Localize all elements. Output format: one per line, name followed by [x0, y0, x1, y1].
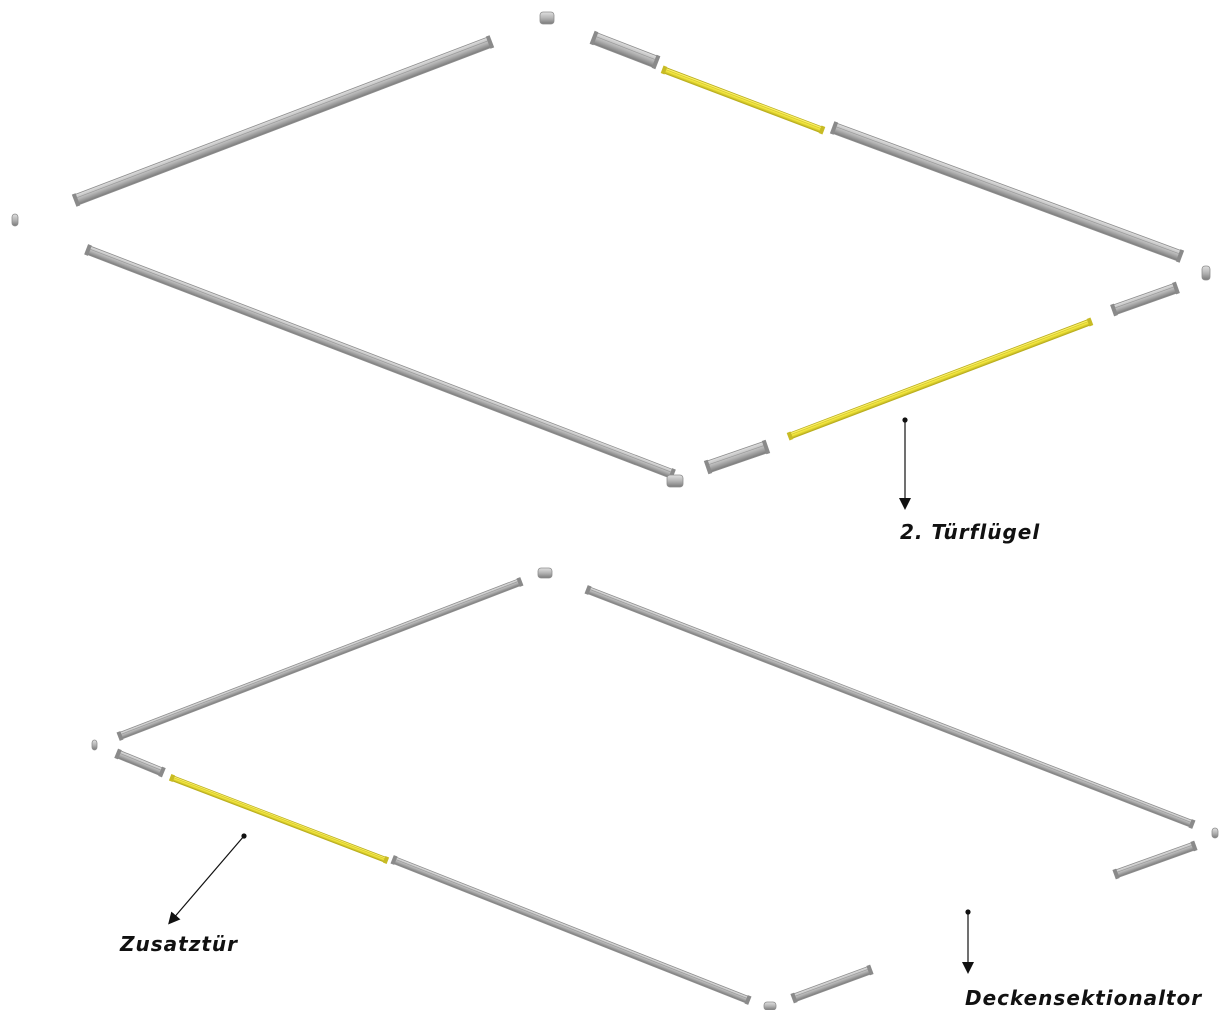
- connector-top-upper: [539, 11, 555, 25]
- leader-deckensektionaltor: [962, 909, 974, 974]
- leader-zusatztuer: [168, 833, 247, 925]
- profile-bar-lower-left-back: [116, 577, 524, 741]
- profile-bar-lower-left-short: [114, 748, 166, 778]
- profile-bar-lower-front-short: [790, 964, 874, 1004]
- highlight-bar-upper-front: [786, 317, 1094, 441]
- profile-bar-upper-right-back-short: [589, 30, 661, 70]
- profile-bar-lower-front-long: [390, 855, 752, 1005]
- label-deckensektionaltor: Deckensektionaltor: [965, 986, 1203, 1010]
- connector-top-lower: [537, 567, 553, 579]
- leader-tuerfluegel: [899, 417, 911, 510]
- connector-left-lower: [91, 739, 98, 751]
- connector-bottom-lower: [763, 1001, 777, 1010]
- profile-bar-upper-right-short: [1110, 281, 1180, 317]
- profile-bar-lower-right-back: [584, 585, 1196, 829]
- connector-right-lower: [1211, 827, 1219, 839]
- connector-bottom-upper: [666, 474, 684, 488]
- highlight-bar-lower-front: [168, 774, 390, 864]
- connector-left-upper: [11, 213, 19, 227]
- connector-right-upper: [1201, 265, 1211, 281]
- profile-bar-upper-left-back: [71, 35, 495, 207]
- profile-bar-upper-right-back-long: [829, 121, 1185, 263]
- highlight-bar-upper-back: [660, 65, 826, 135]
- profile-bar-upper-front-short: [703, 439, 771, 475]
- label-zusatztuer: Zusatztür: [120, 932, 239, 956]
- profile-bar-upper-left-front: [84, 244, 676, 480]
- profile-bar-lower-right-short: [1112, 840, 1198, 880]
- label-tuerfluegel: 2. Türflügel: [900, 520, 1041, 544]
